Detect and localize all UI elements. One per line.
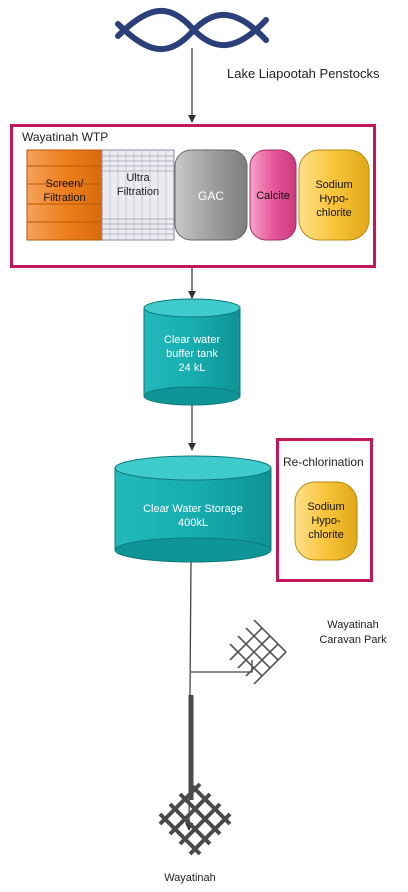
stage-label-ultra: Ultra Filtration: [116, 172, 160, 198]
stage-label-hypochlorite: Sodium Hypo- chlorite: [315, 179, 353, 219]
branch-caravan-park: [191, 660, 253, 673]
clear-water-storage-tank: [114, 455, 272, 563]
lake-penstock-icon: [115, 8, 269, 52]
stage-label-screen: Screen/ Filtration: [43, 178, 86, 204]
screen-filtration-unit: [26, 149, 103, 241]
rechlorination-title: Re-chlorination: [283, 455, 364, 469]
wtp-title: Wayatinah WTP: [22, 130, 109, 144]
caravan-park-network-icon: [229, 619, 287, 685]
buffer-tank: [143, 298, 241, 406]
stage-label-gac: GAC: [197, 189, 224, 203]
sodium-hypochlorite-vessel: [298, 149, 370, 241]
storage-label: Clear Water Storage 400kL: [143, 503, 243, 529]
source-label: Lake Liapootah Penstocks: [227, 66, 380, 81]
stage-label-calcite: Calcite: [256, 190, 290, 202]
buffer-tank-label: Clear water buffer tank 24 kL: [163, 334, 221, 374]
rechlorination-vessel: [294, 481, 358, 561]
gac-vessel: [174, 149, 248, 241]
wayatinah-network-icon: [158, 695, 232, 856]
rechlorination-frame: [276, 438, 373, 582]
calcite-vessel: [249, 149, 297, 241]
caravan-park-label: Wayatinah Caravan Park: [319, 619, 387, 646]
wtp-process-units: [26, 149, 370, 241]
ultra-filtration-unit: [101, 149, 175, 241]
rechlorination-chem-label: Sodium Hypo- chlorite: [307, 501, 345, 541]
town-label: Wayatinah: [164, 872, 216, 884]
wtp-frame: [10, 124, 376, 268]
